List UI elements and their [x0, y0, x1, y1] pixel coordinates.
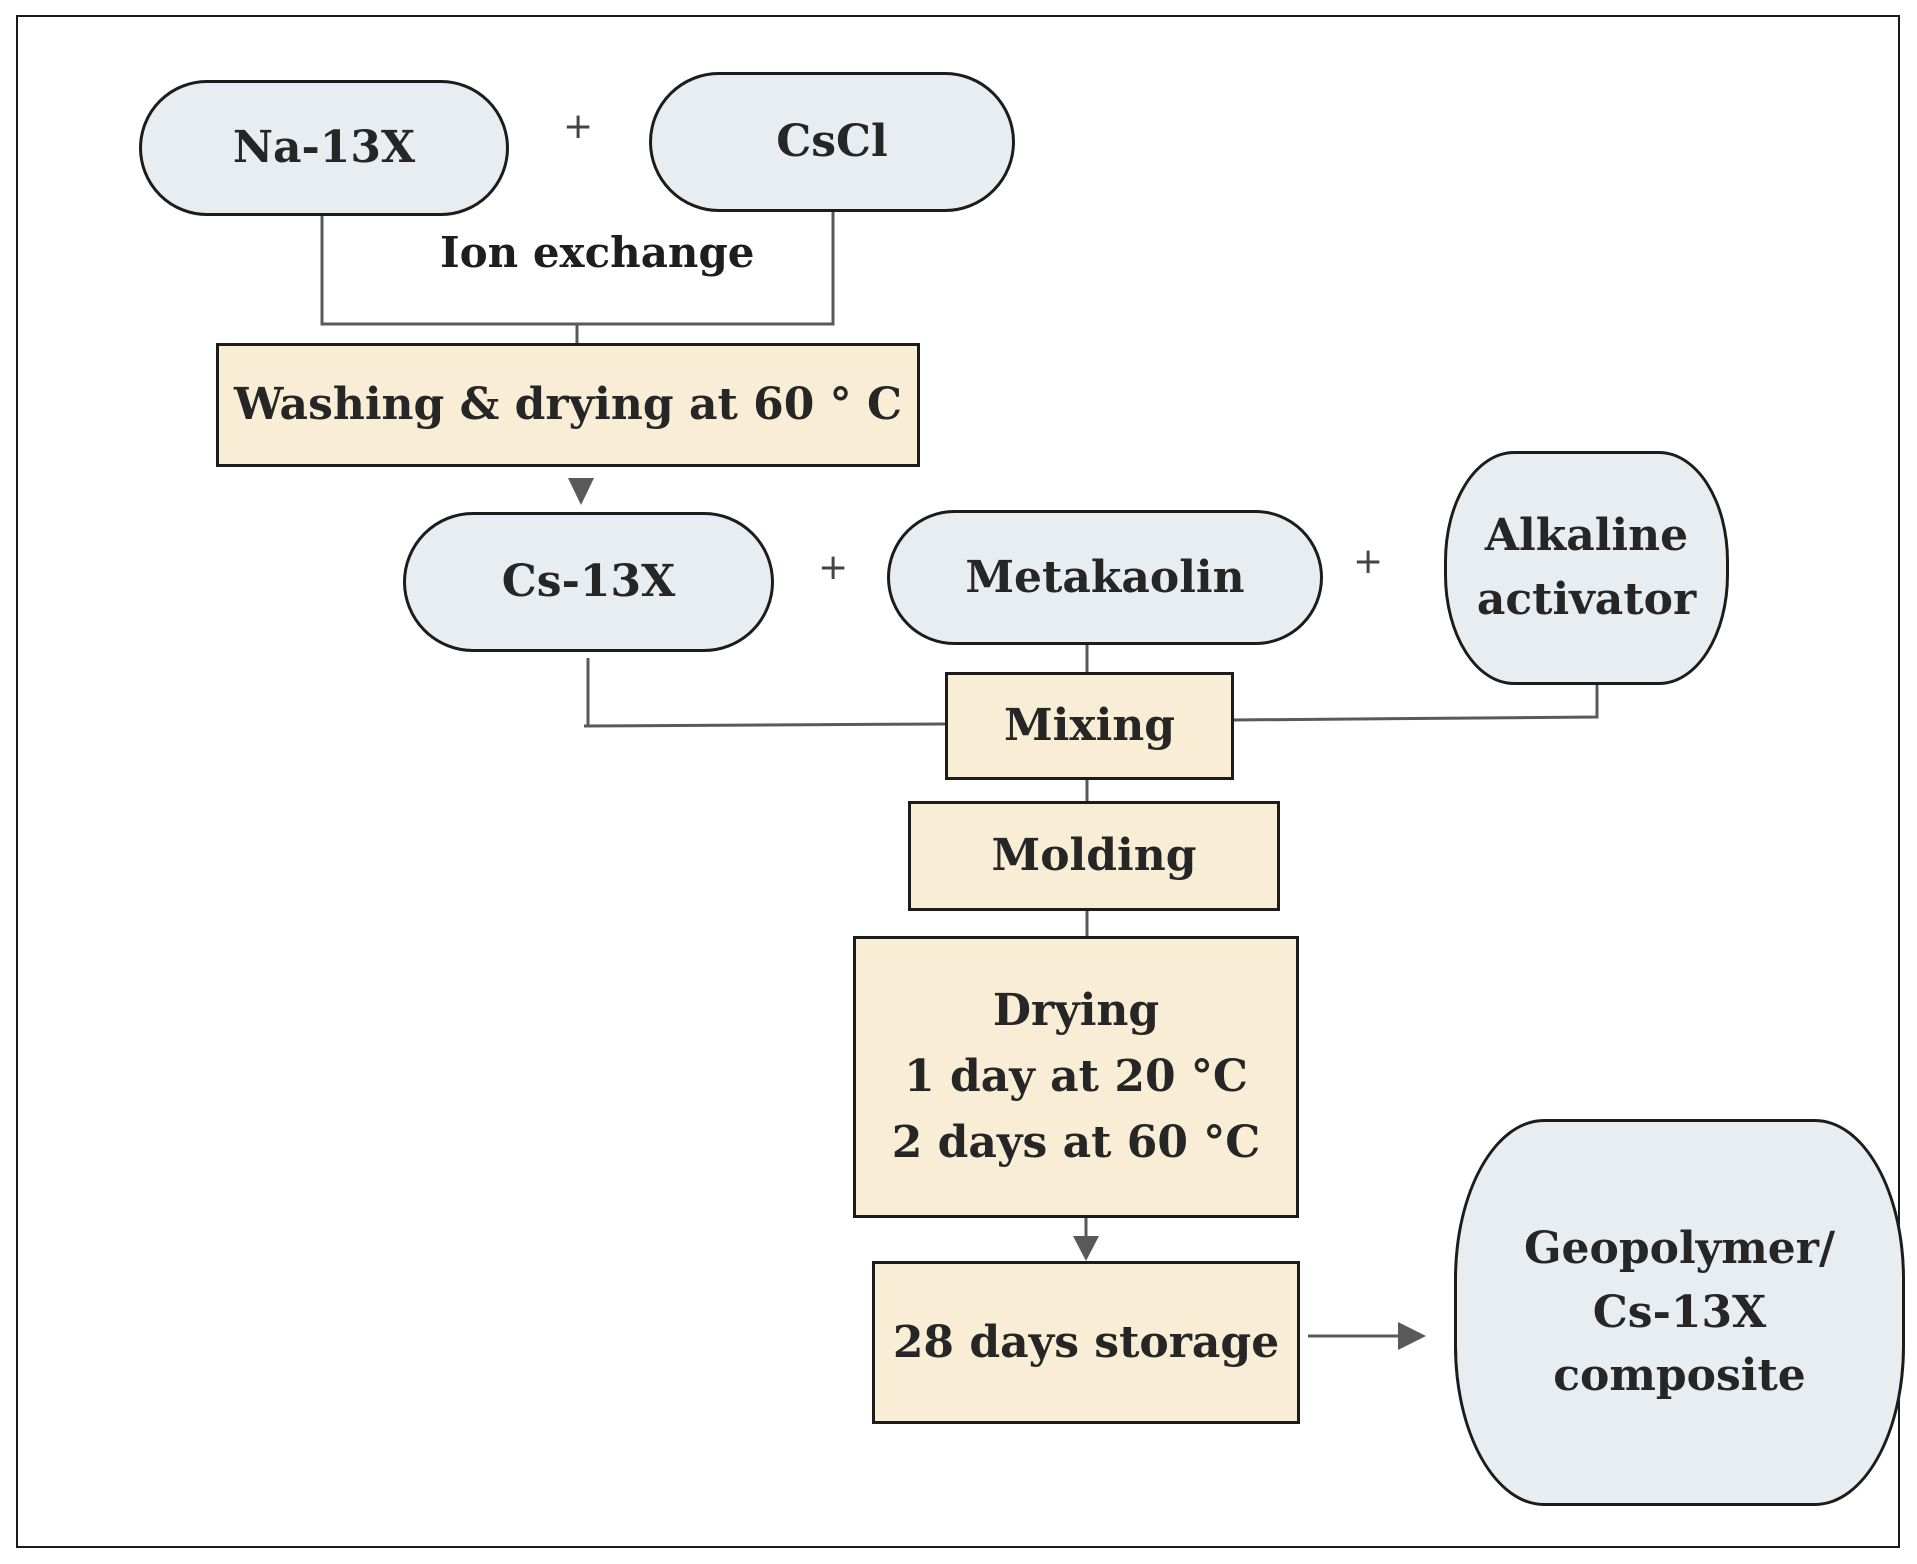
- arrow-drying-to-storage-head: [1073, 1236, 1099, 1261]
- na13x-label: Na-13X: [232, 122, 416, 174]
- connector-cs13x-horizontal: [583, 722, 946, 728]
- drying-step: Drying 1 day at 20 °C 2 days at 60 °C: [853, 936, 1299, 1218]
- mixing-step: Mixing: [945, 672, 1234, 780]
- storage-step: 28 days storage: [872, 1261, 1300, 1424]
- storage-label: 28 days storage: [892, 1316, 1280, 1368]
- product-label-line2: Cs-13X: [1592, 1286, 1767, 1338]
- ion-exchange-label: Ion exchange: [440, 228, 755, 277]
- cs13x-label: Cs-13X: [501, 556, 676, 608]
- cs13x-node: Cs-13X: [403, 512, 774, 652]
- na13x-node: Na-13X: [139, 80, 509, 216]
- drying-line2: 2 days at 60 °C: [891, 1117, 1261, 1168]
- connector-alkaline-to-mixing: [1231, 685, 1599, 722]
- arrow-storage-to-product-head: [1398, 1322, 1426, 1350]
- product-label-line3: composite: [1553, 1350, 1806, 1402]
- plus-sign-2: +: [818, 547, 849, 588]
- metakaolin-node: Metakaolin: [887, 510, 1323, 645]
- washing-drying-step: Washing & drying at 60 ° C: [216, 343, 920, 467]
- cscl-node: CsCl: [649, 72, 1015, 212]
- cscl-label: CsCl: [776, 116, 888, 168]
- drying-title: Drying: [992, 985, 1160, 1036]
- plus-sign-1: +: [563, 106, 594, 147]
- alkaline-activator-node: Alkaline activator: [1444, 451, 1729, 685]
- metakaolin-label: Metakaolin: [965, 551, 1245, 603]
- alkaline-label-line2: activator: [1476, 574, 1697, 625]
- molding-label: Molding: [991, 830, 1197, 882]
- arrow-washing-to-cs13x: [568, 478, 594, 505]
- washing-drying-label: Washing & drying at 60 ° C: [233, 379, 903, 431]
- product-node: Geopolymer/ Cs-13X composite: [1454, 1119, 1905, 1506]
- diagram-frame: [16, 15, 1900, 1548]
- plus-sign-3: +: [1353, 541, 1384, 582]
- alkaline-label-line1: Alkaline: [1484, 510, 1689, 562]
- molding-step: Molding: [908, 801, 1280, 911]
- mixing-label: Mixing: [1003, 700, 1176, 752]
- drying-line1: 1 day at 20 °C: [904, 1051, 1248, 1102]
- product-label-line1: Geopolymer/: [1523, 1222, 1836, 1274]
